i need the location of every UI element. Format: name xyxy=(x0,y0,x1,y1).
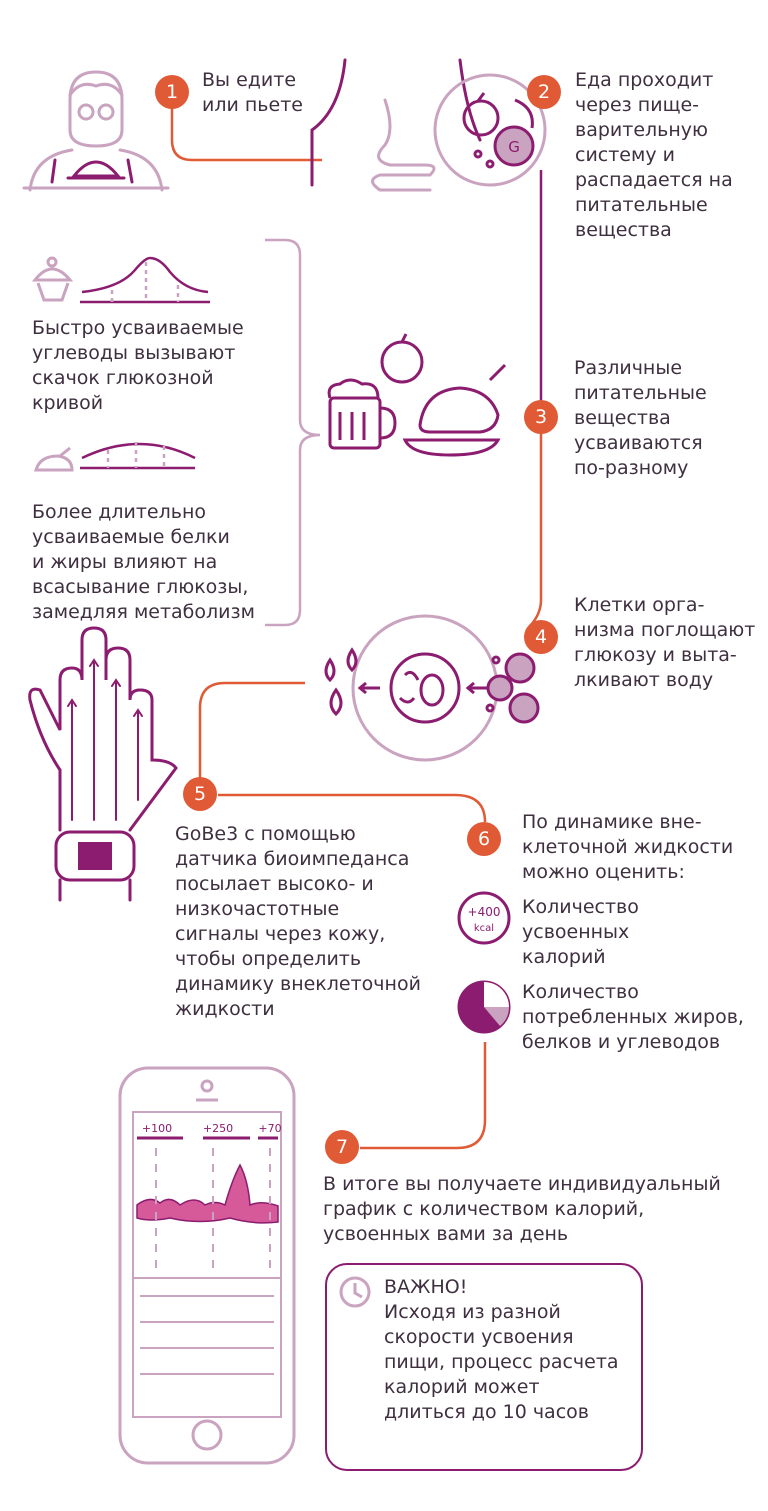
calories-badge-bottom: kcal xyxy=(474,923,494,934)
step-3-badge: 3 xyxy=(524,400,558,434)
person-eating-icon xyxy=(22,70,170,192)
food-tray-icon xyxy=(327,333,507,457)
calories-text: Количество усвоенных калорий xyxy=(522,896,639,968)
step-5-badge: 5 xyxy=(183,777,217,811)
step-2-badge: 2 xyxy=(527,75,561,109)
slow-glucose-curve xyxy=(80,442,196,470)
calories-badge-top: +400 xyxy=(468,905,501,919)
phone-chart-label-3: +70 xyxy=(258,1122,281,1135)
macros-text: Количество потребленных жиров, белков и … xyxy=(522,981,744,1053)
clock-icon xyxy=(339,1276,371,1308)
cupcake-icon xyxy=(31,256,74,302)
step-1-text: Вы едите или пьете xyxy=(202,69,303,116)
step-4-badge: 4 xyxy=(524,620,558,654)
step-1-badge: 1 xyxy=(155,75,189,109)
carbs-text: Быстро усваиваемые углеводы вызывают ска… xyxy=(32,317,244,414)
step-2-text: Еда проходит через пище- варительную сис… xyxy=(575,69,733,241)
step-7-text: В итоге вы получаете индивидуальный граф… xyxy=(323,1173,721,1245)
bracket xyxy=(265,238,321,627)
glucose-label: G xyxy=(508,138,520,156)
phone-chart-label-2: +250 xyxy=(203,1122,233,1135)
calories-badge-icon: +400 kcal xyxy=(457,891,511,945)
connector-3-4 xyxy=(529,430,543,627)
step-3-text: Различные питательные вещества усваивают… xyxy=(574,357,707,479)
hand-tracker-icon xyxy=(28,626,178,902)
note-text: Исходя из разной скорости усвоения пищи,… xyxy=(384,1301,619,1423)
chicken-leg-icon xyxy=(34,446,74,472)
phone-icon xyxy=(118,1066,296,1465)
step-6-text: По динамике вне- клеточной жидкости можн… xyxy=(522,811,734,883)
connector-4-5 xyxy=(198,681,305,778)
step-7-badge: 7 xyxy=(325,1130,359,1164)
protein-text: Более длительно усваиваемые белки и жиры… xyxy=(32,501,255,623)
connector-5-6 xyxy=(218,793,487,823)
fast-glucose-curve xyxy=(80,256,210,304)
connector-1-2 xyxy=(170,96,322,162)
step-5-text: GoBe3 с помощью датчика биоимпеданса пос… xyxy=(175,823,421,1020)
food-breakdown-icon xyxy=(433,73,547,187)
macros-pie-icon xyxy=(457,980,511,1034)
step-6-badge: 6 xyxy=(467,822,501,856)
connector-6-7 xyxy=(360,1042,487,1150)
note-title: ВАЖНО! xyxy=(384,1276,468,1298)
important-note xyxy=(325,1263,643,1471)
phone-chart-label-1: +100 xyxy=(142,1122,172,1135)
step-4-text: Клетки орга- низма поглощают глюкозу и в… xyxy=(574,594,756,691)
cell-absorption-icon xyxy=(324,614,540,762)
